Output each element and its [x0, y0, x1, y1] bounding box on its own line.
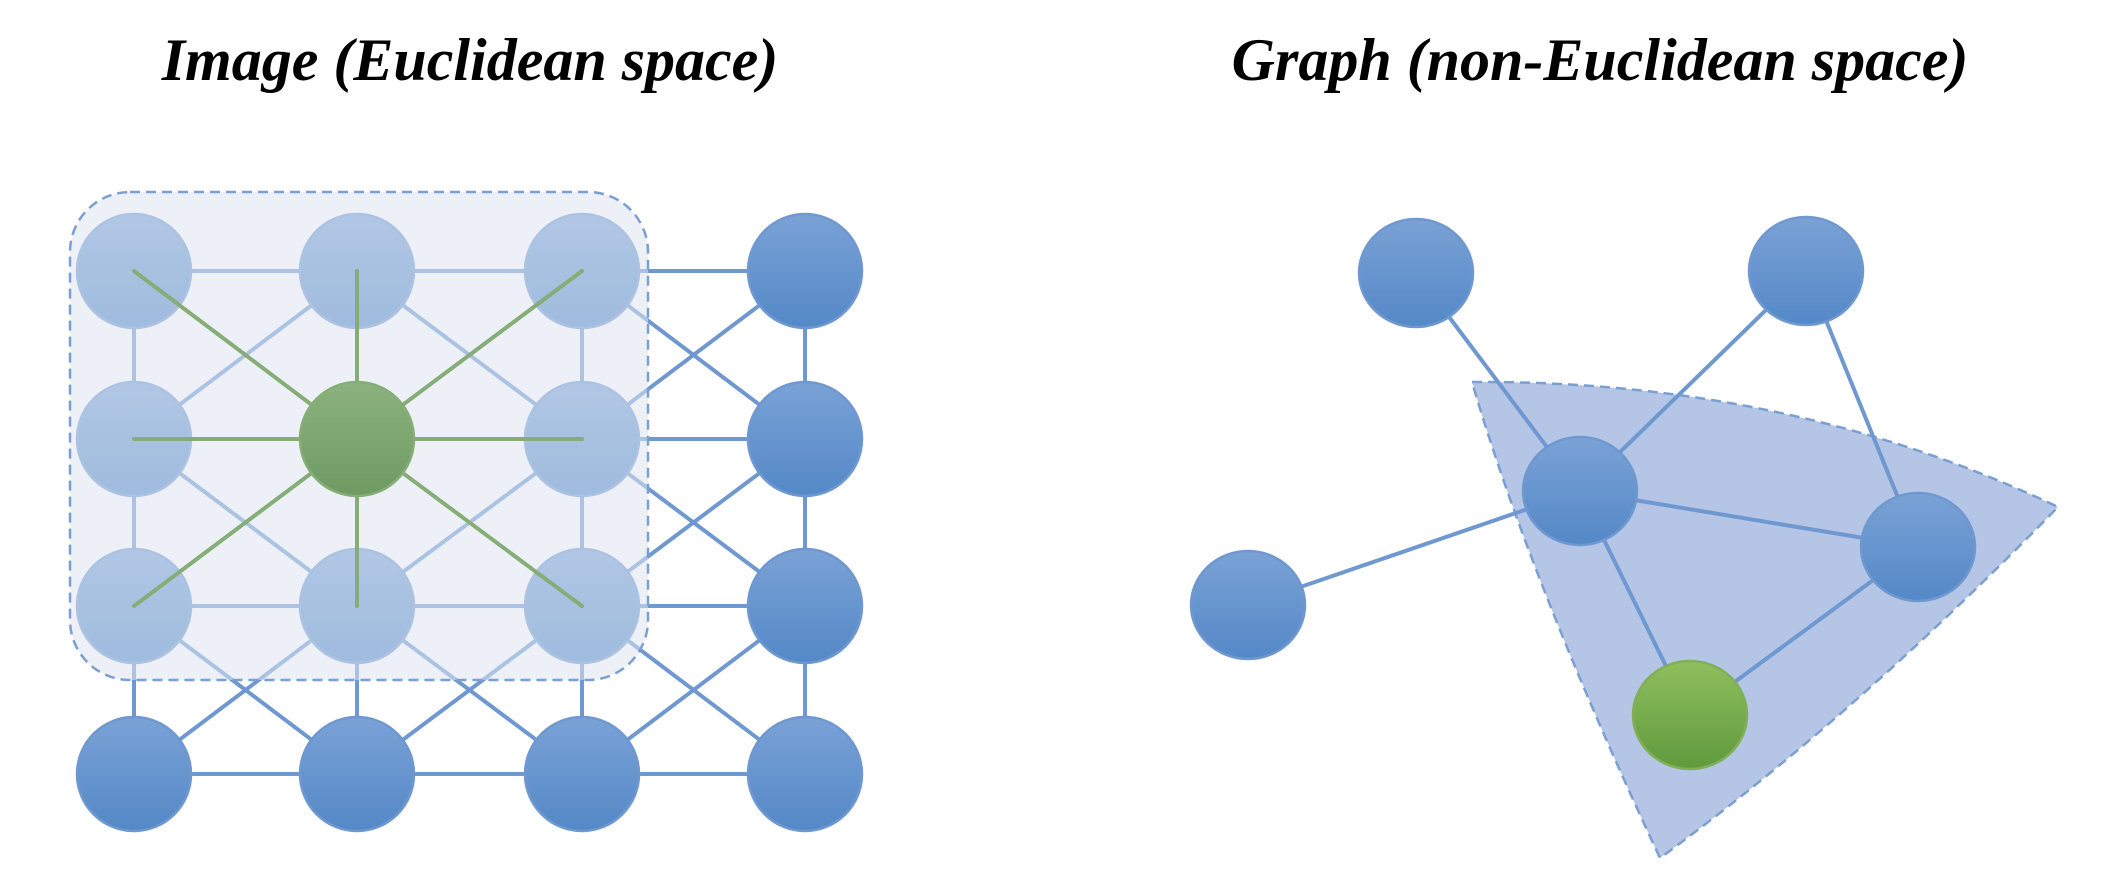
grid-node — [75, 715, 193, 833]
graph-node — [1747, 215, 1865, 327]
grid-node — [298, 715, 416, 833]
grid-node — [523, 715, 641, 833]
graph-edge — [1246, 489, 1582, 607]
graph-node — [1189, 549, 1307, 661]
grid-node — [746, 715, 864, 833]
grid-node-center — [298, 380, 416, 498]
graph-node — [1521, 435, 1639, 547]
grid-node — [746, 547, 864, 665]
graph-node — [1357, 217, 1475, 329]
grid-node — [746, 380, 864, 498]
graph-node-center — [1631, 659, 1749, 771]
grid-node — [746, 212, 864, 330]
graph-nodes — [1189, 215, 1977, 771]
grid-center — [298, 380, 416, 498]
graph-panel-title: Graph (non-Euclidean space) — [1231, 27, 1969, 93]
graph-node — [1859, 491, 1977, 603]
image-panel-title: Image (Euclidean space) — [161, 27, 779, 93]
